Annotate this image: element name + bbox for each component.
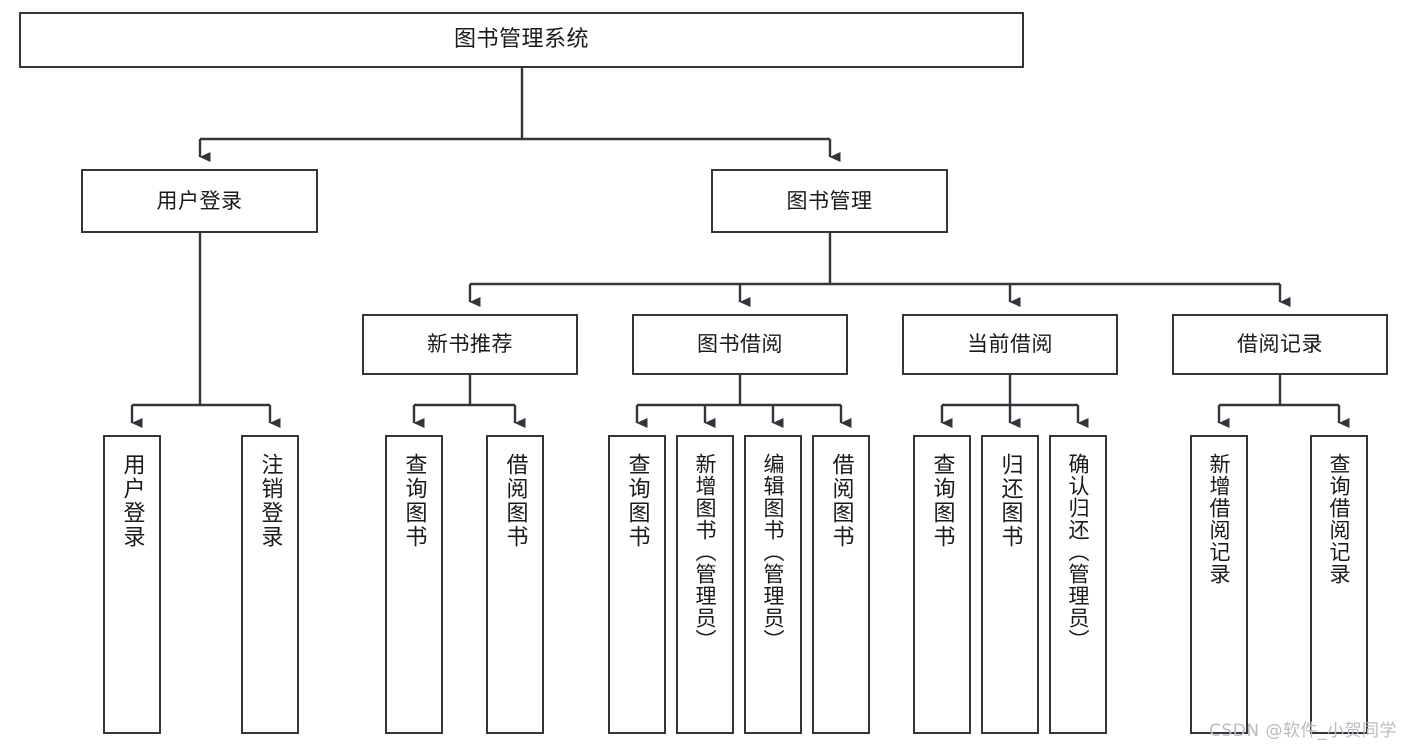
node-records[interactable]: 借阅记录 — [1172, 314, 1388, 375]
node-label: 新书推荐 — [427, 332, 513, 357]
node-label: 新增图书（管理员） — [693, 453, 718, 651]
node-leaf-cur-2[interactable]: 归还图书 — [981, 435, 1039, 734]
node-label: 图书借阅 — [697, 332, 783, 357]
node-leaf-new-2[interactable]: 借阅图书 — [486, 435, 544, 734]
node-leaf-cur-3[interactable]: 确认归还（管理员） — [1049, 435, 1107, 734]
node-leaf-login-1[interactable]: 用户登录 — [103, 435, 161, 734]
node-label: 查询图书 — [624, 453, 650, 549]
node-leaf-bor-2[interactable]: 新增图书（管理员） — [676, 435, 734, 734]
node-label: 图书管理 — [786, 188, 873, 213]
node-leaf-new-1[interactable]: 查询图书 — [385, 435, 443, 734]
node-label: 确认归还（管理员） — [1066, 453, 1091, 651]
node-leaf-login-2[interactable]: 注销登录 — [241, 435, 299, 734]
node-label: 借阅记录 — [1237, 332, 1323, 357]
node-leaf-bor-4[interactable]: 借阅图书 — [812, 435, 870, 734]
node-label: 用户登录 — [156, 188, 243, 213]
node-bookmgmt[interactable]: 图书管理 — [711, 169, 948, 233]
node-newbooks[interactable]: 新书推荐 — [362, 314, 578, 375]
node-label: 用户登录 — [119, 453, 145, 549]
node-root[interactable]: 图书管理系统 — [19, 12, 1024, 68]
node-label: 查询图书 — [401, 453, 427, 549]
node-label: 新增借阅记录 — [1207, 453, 1232, 585]
node-label: 借阅图书 — [828, 453, 854, 549]
node-label: 图书管理系统 — [453, 27, 589, 53]
node-leaf-bor-1[interactable]: 查询图书 — [608, 435, 666, 734]
node-leaf-rec-1[interactable]: 新增借阅记录 — [1190, 435, 1248, 734]
node-label: 注销登录 — [257, 453, 283, 549]
node-label: 归还图书 — [997, 453, 1023, 549]
node-borrow[interactable]: 图书借阅 — [632, 314, 848, 375]
node-leaf-bor-3[interactable]: 编辑图书（管理员） — [744, 435, 802, 734]
node-label: 查询图书 — [929, 453, 955, 549]
node-label: 借阅图书 — [502, 453, 528, 549]
node-leaf-rec-2[interactable]: 查询借阅记录 — [1310, 435, 1368, 734]
csdn-watermark: CSDN @软件_小贺同学 — [1209, 721, 1397, 741]
node-login[interactable]: 用户登录 — [81, 169, 318, 233]
node-label: 当前借阅 — [967, 332, 1053, 357]
node-label: 编辑图书（管理员） — [761, 453, 786, 651]
node-label: 查询借阅记录 — [1327, 453, 1352, 585]
node-leaf-cur-1[interactable]: 查询图书 — [913, 435, 971, 734]
node-current[interactable]: 当前借阅 — [902, 314, 1118, 375]
